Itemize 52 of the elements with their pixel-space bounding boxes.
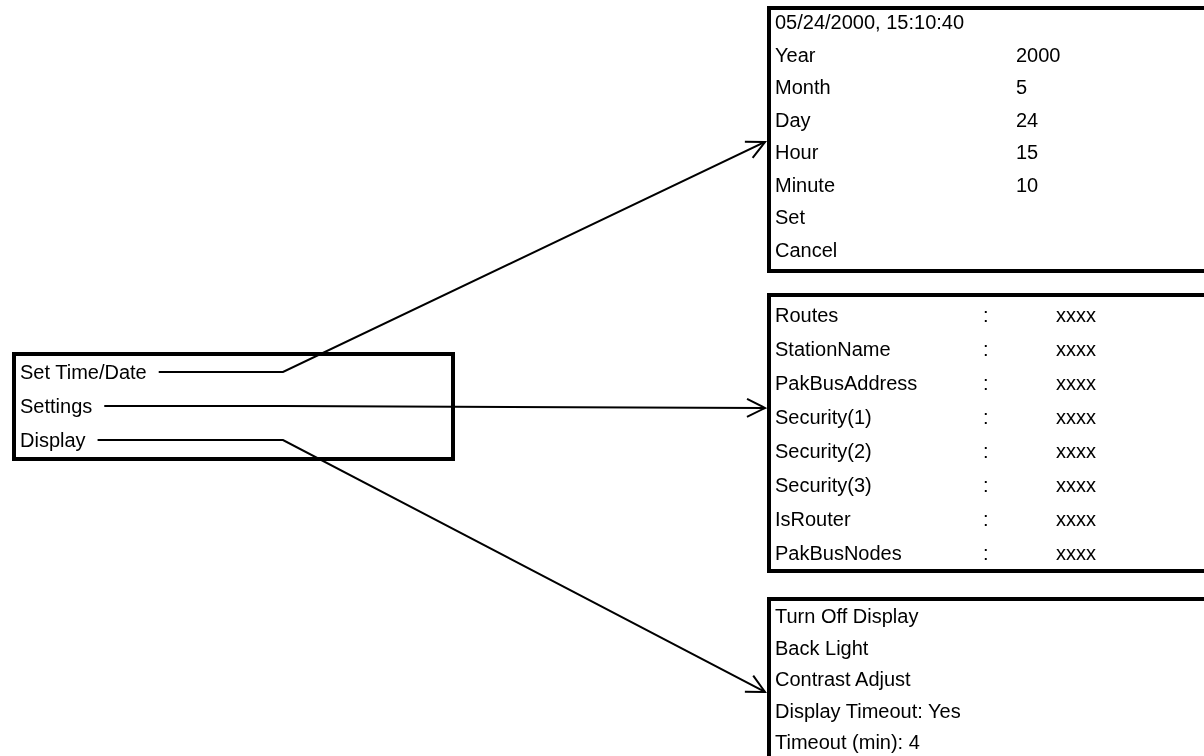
menu-text: Turn Off Display: [775, 604, 919, 628]
menu-text: :: [983, 405, 989, 429]
menu-text: 2000: [1016, 42, 1061, 67]
menu-screen: [767, 293, 1204, 573]
menu-text: 15: [1016, 140, 1039, 164]
menu-text: Contrast Adjust: [775, 667, 911, 691]
menu-text: 24: [1016, 107, 1039, 132]
menu-text: Day: [775, 107, 811, 132]
menu-text: :: [983, 303, 989, 327]
menu-text: Month: [775, 75, 831, 99]
menu-screen: [12, 352, 455, 461]
menu-item: Set Time/Date: [20, 360, 147, 384]
arrow: [157, 140, 766, 373]
menu-text: PakBusNodes: [775, 541, 902, 565]
menu-text: PakBusAddress: [775, 371, 918, 395]
menu-text: xxxx: [1056, 405, 1096, 429]
menu-text: Minute: [775, 172, 836, 197]
menu-item: Display: [20, 428, 86, 452]
menu-text: IsRouter: [775, 507, 851, 531]
menu-text: xxxx: [1056, 337, 1096, 361]
menu-text: Set: [775, 205, 806, 229]
menu-text: Security(2): [775, 439, 872, 463]
menu-item: Settings: [20, 394, 93, 418]
menu-text: Timeout (min): 4: [775, 730, 920, 754]
arrow: [103, 397, 766, 418]
menu-text: StationName: [775, 337, 891, 361]
menu-text: :: [983, 507, 989, 531]
menu-text: Hour: [775, 140, 819, 164]
menu-text: 5: [1016, 75, 1028, 99]
menu-text: Routes: [775, 303, 839, 327]
menu-text: :: [983, 439, 989, 463]
menu-text: Back Light: [775, 635, 869, 660]
menu-text: :: [983, 541, 989, 565]
menu-text: Display Timeout: Yes: [775, 698, 961, 723]
menu-screen: [767, 597, 1204, 756]
menu-text: 05/24/2000, 15:10:40: [775, 10, 965, 34]
menu-text: xxxx: [1056, 303, 1096, 327]
menu-text: xxxx: [1056, 507, 1096, 531]
menu-text: xxxx: [1056, 371, 1096, 395]
menu-text: Cancel: [775, 237, 838, 262]
menu-text: xxxx: [1056, 439, 1096, 463]
menu-screen: [767, 6, 1204, 273]
menu-text: 10: [1016, 172, 1039, 197]
menu-text: :: [983, 337, 989, 361]
menu-text: :: [983, 371, 989, 395]
menu-text: Year: [775, 42, 816, 67]
menu-text: Security(3): [775, 473, 872, 497]
menu-text: xxxx: [1056, 473, 1096, 497]
arrow: [96, 439, 766, 693]
menu-text: Security(1): [775, 405, 872, 429]
menu-text: xxxx: [1056, 541, 1096, 565]
menu-text: :: [983, 473, 989, 497]
